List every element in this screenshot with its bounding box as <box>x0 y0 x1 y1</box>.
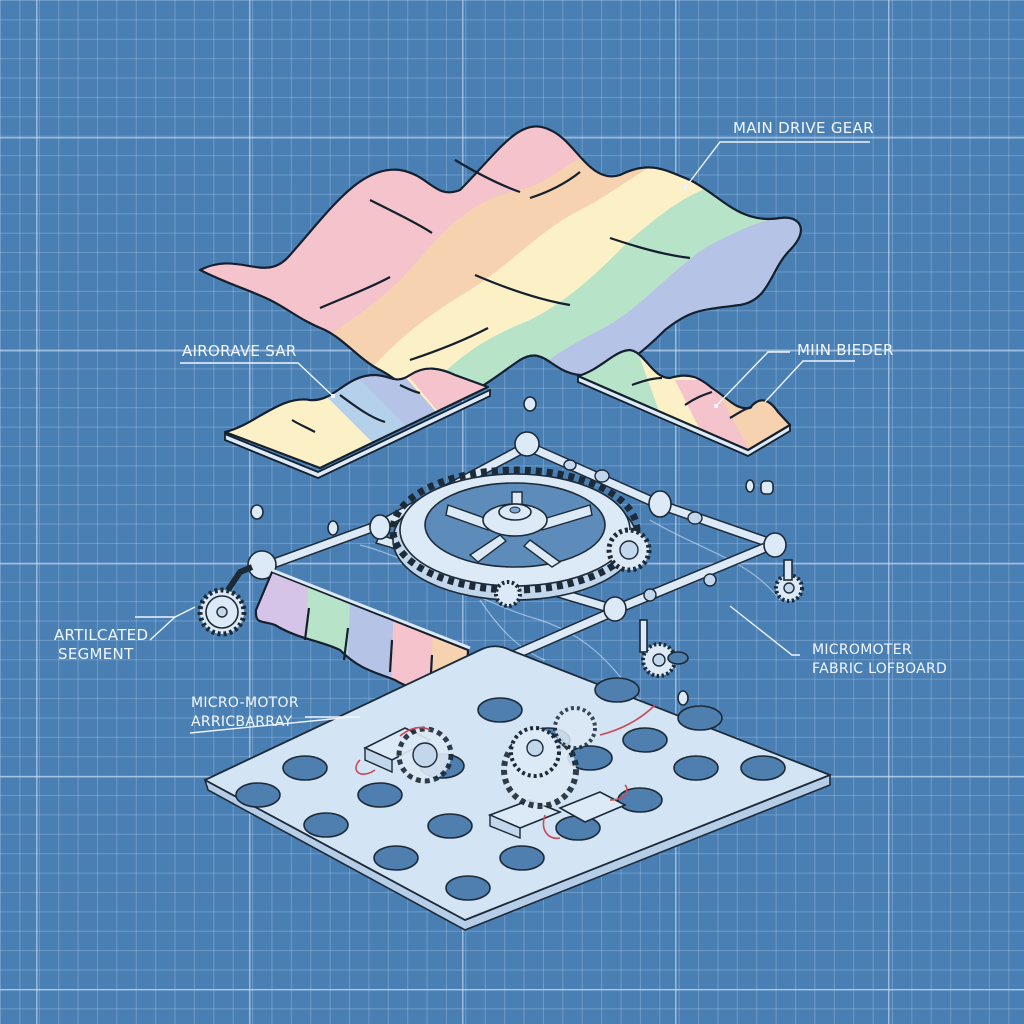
label-micro-motor-array-line1: MICRO-MOTOR <box>191 695 299 711</box>
label-micromoter-fabric-line1: MICROMOTER <box>812 642 912 658</box>
label-articulated-segment-line1: ARTILCATED <box>54 626 149 644</box>
side-gear-right <box>774 559 804 603</box>
board-holes <box>235 651 786 901</box>
label-miin-bieder: MIIN BIEDER <box>797 341 894 359</box>
micro-motor-array <box>355 704 656 840</box>
label-main-drive-gear: MAIN DRIVE GEAR <box>733 119 874 137</box>
label-micro-motor-array: MICRO-MOTOR ARRICBARRAY <box>191 694 299 732</box>
label-articulated-segment: ARTILCATED SEGMENT <box>54 626 148 664</box>
label-micromoter-fabric: MICROMOTER FABRIC LOFBOARD <box>812 641 947 679</box>
loose-parts <box>250 396 774 706</box>
side-gear-left <box>197 564 254 637</box>
main-drive-gear <box>389 466 641 601</box>
perforated-base-board <box>203 645 831 931</box>
main-fabric-sheet <box>198 125 802 402</box>
label-airorave-sar: AIRORAVE SAR <box>182 342 297 360</box>
label-articulated-segment-line2: SEGMENT <box>58 645 134 663</box>
leader-lines <box>135 141 870 734</box>
label-micromoter-fabric-line2: FABRIC LOFBOARD <box>812 661 948 677</box>
label-micro-motor-array-line2: ARRICBARRAY <box>191 714 293 730</box>
